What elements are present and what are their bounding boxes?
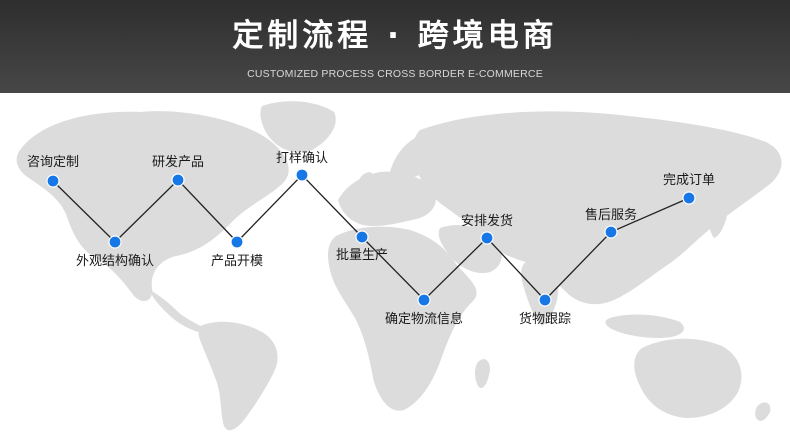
step-dot-mold [230, 235, 244, 249]
step-dot-rnd [171, 173, 185, 187]
world-map [16, 101, 782, 431]
step-dot-structure-confirm [108, 235, 122, 249]
step-dot-logistics [417, 293, 431, 307]
step-dot-consult [46, 174, 60, 188]
step-label-logistics: 确定物流信息 [384, 312, 464, 327]
step-dot-tracking [538, 293, 552, 307]
step-dot-sample [295, 168, 309, 182]
step-label-rnd: 研发产品 [151, 155, 205, 170]
page-subtitle: CUSTOMIZED PROCESS CROSS BORDER E-COMMER… [247, 68, 543, 80]
step-label-tracking: 货物跟踪 [518, 312, 572, 327]
step-label-structure-confirm: 外观结构确认 [75, 254, 155, 269]
step-label-mold: 产品开模 [210, 254, 264, 269]
step-label-sample: 打样确认 [275, 151, 329, 166]
step-label-complete: 完成订单 [662, 173, 716, 188]
step-label-shipping: 安排发货 [460, 214, 514, 229]
header-banner: 定制流程 · 跨境电商 CUSTOMIZED PROCESS CROSS BOR… [0, 0, 790, 93]
step-dot-shipping [480, 231, 494, 245]
page-title: 定制流程 · 跨境电商 [232, 18, 558, 54]
step-label-mass-production: 批量生产 [335, 248, 389, 263]
step-dot-complete [682, 191, 696, 205]
step-dot-after-sales [604, 225, 618, 239]
step-label-after-sales: 售后服务 [584, 208, 638, 223]
step-label-consult: 咨询定制 [26, 155, 80, 170]
step-dot-mass-production [355, 230, 369, 244]
route-dots [46, 168, 696, 307]
route-line [52, 174, 690, 301]
